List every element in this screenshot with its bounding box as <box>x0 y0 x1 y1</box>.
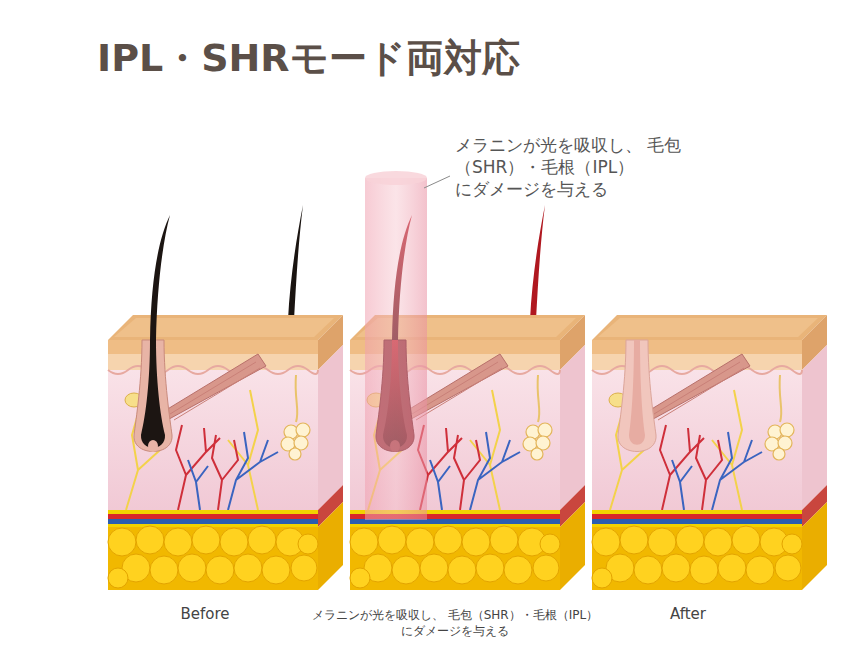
title: IPL・SHRモード両対応 <box>97 38 520 80</box>
stage-label: After <box>628 605 748 623</box>
caption-text: メラニンが光を吸収し、 毛包（SHR）・毛根（IPL）にダメージを与える <box>285 607 625 639</box>
callout-text: メラニンが光を吸収し、 毛包（SHR）・毛根（IPL） にダメージを与える <box>455 134 740 200</box>
stage-label: Before <box>145 605 265 623</box>
